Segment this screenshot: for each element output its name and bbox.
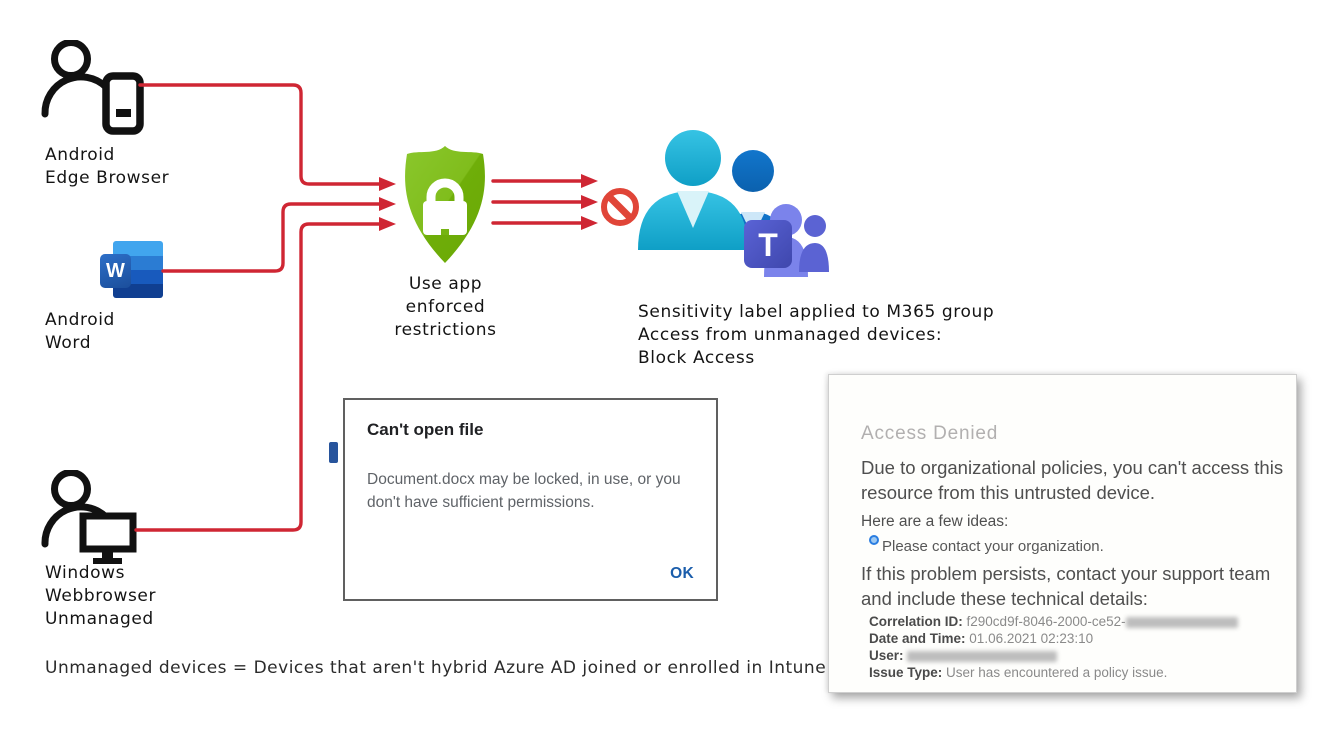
word-icon-letter: W <box>100 254 131 288</box>
footnote: Unmanaged devices = Devices that aren't … <box>45 658 827 678</box>
background-artifact <box>329 442 338 463</box>
issue-type-row: Issue Type: User has encountered a polic… <box>869 665 1168 680</box>
label-shield: Use app enforced restrictions <box>394 274 497 340</box>
dialog-title: Can't open file <box>367 420 484 439</box>
technical-details: Correlation ID: f290cd9f-8046-2000-ce52-… <box>869 613 1238 681</box>
redacted-user <box>907 650 1058 662</box>
connector-webbrowser <box>134 217 396 532</box>
label-windows-webbrowser: Windows Webbrowser Unmanaged <box>45 563 157 629</box>
label-android-word: Android Word <box>45 310 115 353</box>
connector-word <box>161 197 396 273</box>
user-monitor-icon <box>41 470 137 564</box>
redacted-correlation <box>1125 616 1238 628</box>
access-denied-title: Access Denied <box>861 423 999 444</box>
ideas-heading: Here are a few ideas: <box>861 513 1009 530</box>
user-row: User: <box>869 647 1238 664</box>
access-denied-message: Due to organizational policies, you can'… <box>861 457 1284 503</box>
label-m365-group: Sensitivity label applied to M365 group … <box>638 302 995 368</box>
dialog-body: Document.docx may be locked, in use, or … <box>367 471 681 511</box>
datetime-row: Date and Time: 01.06.2021 02:23:10 <box>869 631 1094 646</box>
connector-edge-browser <box>138 83 396 191</box>
user-phone-icon <box>41 40 144 135</box>
idea-item: Please contact your organization. <box>869 535 1104 555</box>
persist-text: If this problem persists, contact your s… <box>861 563 1271 609</box>
ok-button[interactable]: OK <box>670 565 694 582</box>
shield-lock-icon <box>405 146 485 263</box>
m365-group-icon: T <box>638 130 829 277</box>
info-bullet-icon <box>869 535 879 545</box>
label-android-edge: Android Edge Browser <box>45 145 170 188</box>
correlation-id-row: Correlation ID: f290cd9f-8046-2000-ce52- <box>869 613 1238 630</box>
cant-open-file-dialog: Can't open file Document.docx may be loc… <box>343 398 718 601</box>
access-denied-panel: Access Denied Due to organizational poli… <box>828 374 1297 693</box>
teams-letter: T <box>758 227 778 263</box>
block-access-icon <box>601 188 639 226</box>
